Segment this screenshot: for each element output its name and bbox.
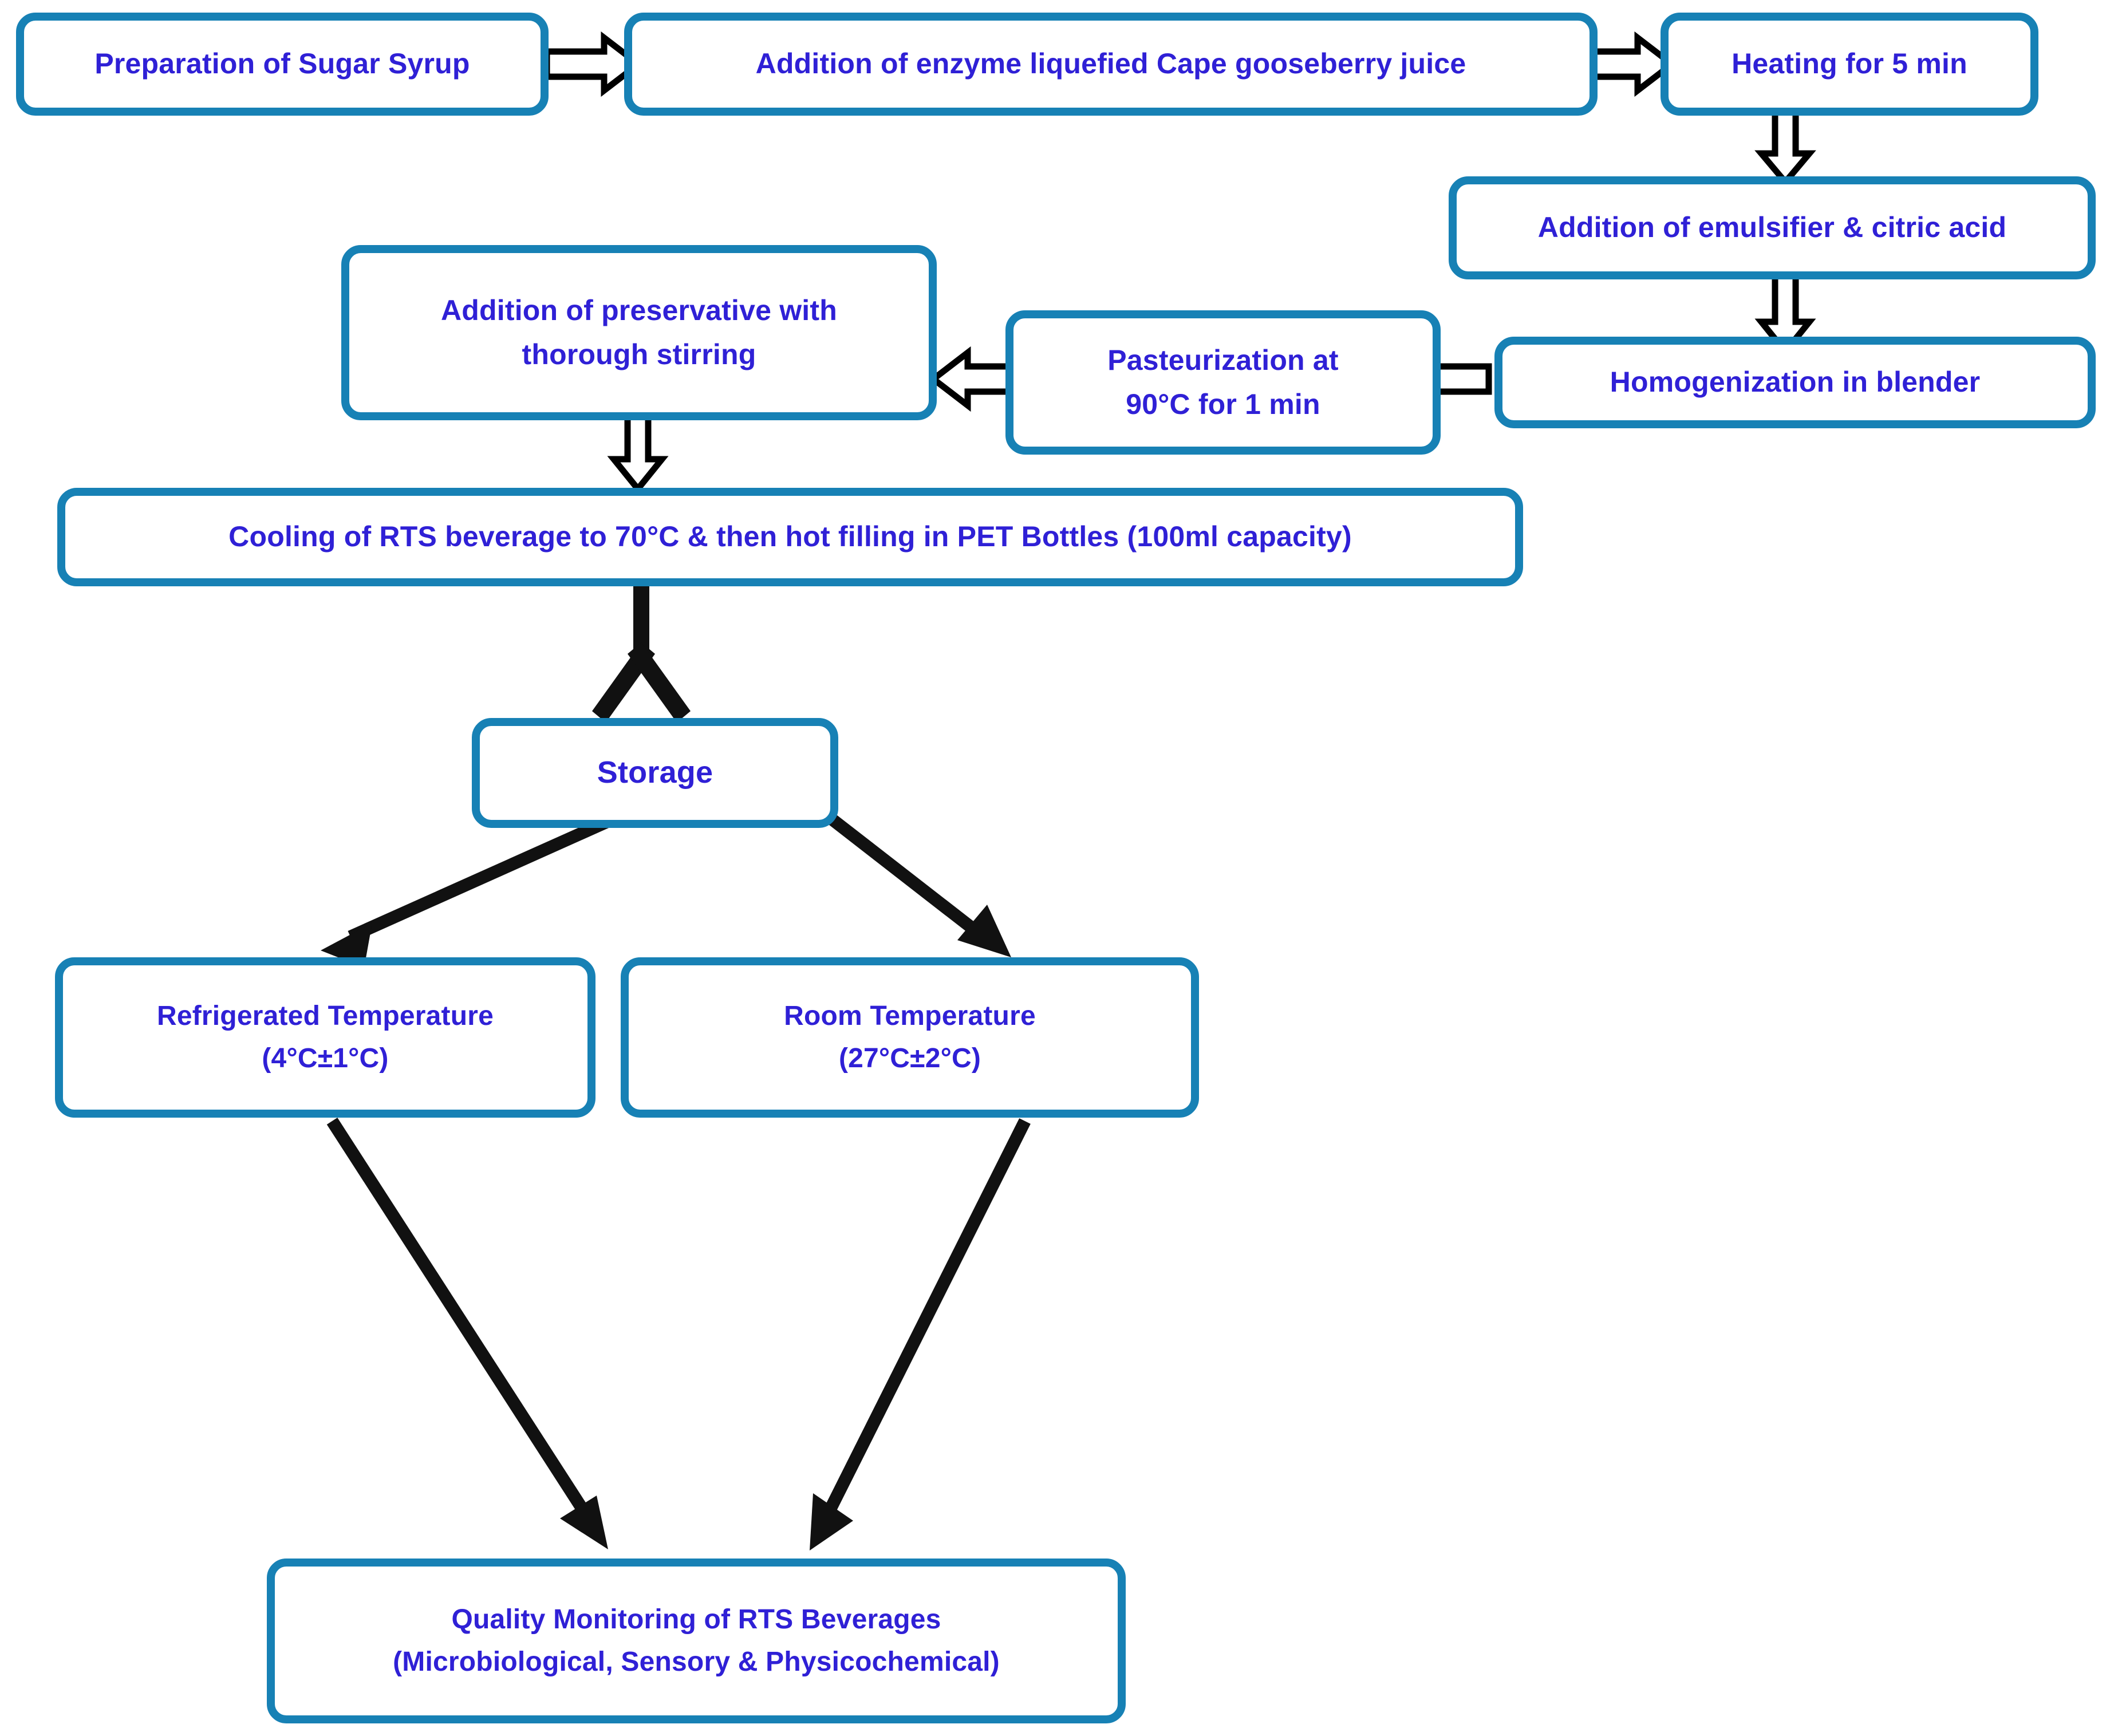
node-label: Quality Monitoring of RTS Beverages (Mic… bbox=[287, 1599, 1105, 1684]
node-room-temp[interactable]: Room Temperature (27°C±2°C) bbox=[621, 957, 1199, 1118]
node-preservative[interactable]: Addition of preservative with thorough s… bbox=[341, 245, 937, 420]
node-label: Preparation of Sugar Syrup bbox=[94, 48, 470, 80]
node-label-line1: Quality Monitoring of RTS Beverages bbox=[451, 1604, 941, 1635]
node-quality-monitoring[interactable]: Quality Monitoring of RTS Beverages (Mic… bbox=[267, 1559, 1126, 1723]
node-label: Storage bbox=[597, 755, 713, 790]
arrow-cooling-to-storage bbox=[592, 578, 691, 723]
node-label: Room Temperature (27°C±2°C) bbox=[641, 995, 1178, 1080]
arrow-heating-to-emulsifier bbox=[1754, 101, 1816, 187]
node-label: Heating for 5 min bbox=[1732, 48, 1967, 80]
arrow-preservative-to-cooling bbox=[607, 408, 669, 494]
node-label-line2: thorough stirring bbox=[522, 338, 756, 370]
node-label: Homogenization in blender bbox=[1610, 366, 1981, 399]
node-pasteurization[interactable]: Pasteurization at 90°C for 1 min bbox=[1005, 310, 1441, 455]
node-cooling[interactable]: Cooling of RTS beverage to 70°C & then h… bbox=[57, 488, 1523, 586]
node-label: Addition of enzyme liquefied Cape gooseb… bbox=[755, 48, 1466, 80]
node-emulsifier[interactable]: Addition of emulsifier & citric acid bbox=[1449, 176, 2096, 279]
node-storage[interactable]: Storage bbox=[472, 718, 838, 828]
node-label: Addition of preservative with thorough s… bbox=[362, 289, 916, 377]
node-label: Addition of emulsifier & citric acid bbox=[1537, 211, 2007, 244]
node-enzyme-juice[interactable]: Addition of enzyme liquefied Cape gooseb… bbox=[624, 13, 1598, 116]
arrow-refrigerated-to-quality bbox=[326, 1118, 608, 1549]
node-label-line1: Addition of preservative with bbox=[440, 294, 837, 326]
node-label-line1: Room Temperature bbox=[784, 1000, 1036, 1031]
node-label: Pasteurization at 90°C for 1 min bbox=[1026, 338, 1420, 427]
node-heating[interactable]: Heating for 5 min bbox=[1661, 13, 2038, 116]
arrow-storage-to-refrigerated bbox=[321, 812, 617, 968]
node-label-line2: (Microbiological, Sensory & Physicochemi… bbox=[393, 1647, 1000, 1677]
arrow-storage-to-room bbox=[827, 814, 1011, 957]
node-label: Refrigerated Temperature (4°C±1°C) bbox=[76, 995, 575, 1080]
node-label-line1: Refrigerated Temperature bbox=[156, 1000, 494, 1031]
node-label-line2: 90°C for 1 min bbox=[1126, 388, 1320, 420]
node-label-line2: (27°C±2°C) bbox=[838, 1043, 981, 1074]
node-sugar-syrup[interactable]: Preparation of Sugar Syrup bbox=[16, 13, 549, 116]
node-refrigerated-temp[interactable]: Refrigerated Temperature (4°C±1°C) bbox=[55, 957, 595, 1118]
node-label: Cooling of RTS beverage to 70°C & then h… bbox=[228, 520, 1352, 553]
node-label-line1: Pasteurization at bbox=[1107, 344, 1339, 376]
node-homogenization[interactable]: Homogenization in blender bbox=[1494, 337, 2096, 428]
arrow-room-to-quality bbox=[810, 1118, 1031, 1550]
node-label-line2: (4°C±1°C) bbox=[262, 1043, 389, 1074]
